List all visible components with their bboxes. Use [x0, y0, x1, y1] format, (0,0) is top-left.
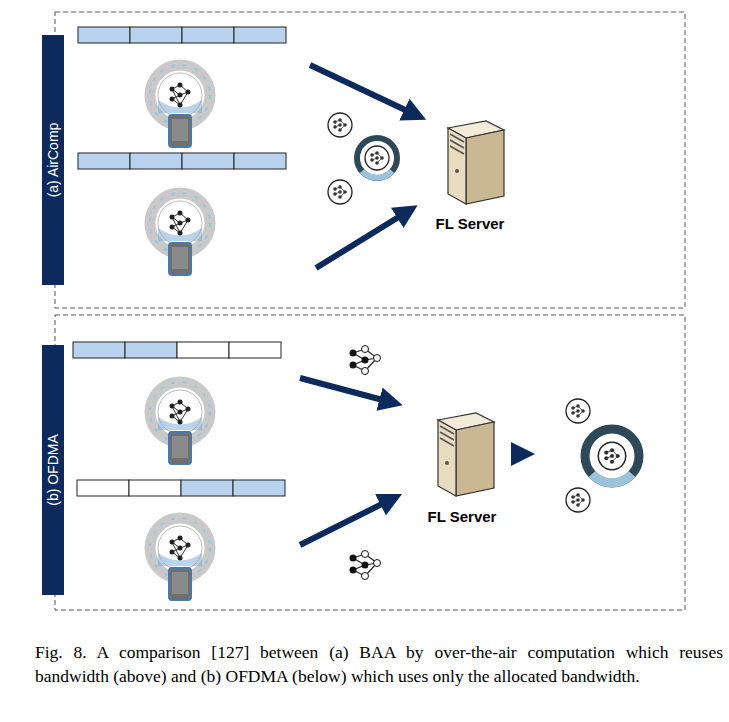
panel-band: (a) AirComp: [42, 35, 64, 285]
panel-title: (a) AirComp: [45, 123, 61, 198]
upload-arrows: [300, 65, 526, 545]
bandwidth-bars: [73, 27, 286, 496]
aggregated-model: [328, 113, 397, 204]
local-models: [350, 346, 381, 580]
panel-frame: [55, 315, 685, 610]
server-label: FL Server: [433, 212, 507, 262]
server-name: FL Server: [425, 505, 499, 529]
server-name: FL Server: [433, 212, 507, 236]
device-icons: [150, 65, 210, 600]
server-icons: [438, 121, 504, 496]
panel-frame: [55, 12, 685, 308]
figure-caption: Fig. 8. A comparison [127] between (a) B…: [35, 640, 723, 688]
server-label: FL Server: [425, 505, 499, 555]
panel-band: (b) OFDMA: [42, 345, 64, 595]
aggregated-model: [566, 399, 639, 512]
panel-title: (b) OFDMA: [45, 434, 61, 506]
